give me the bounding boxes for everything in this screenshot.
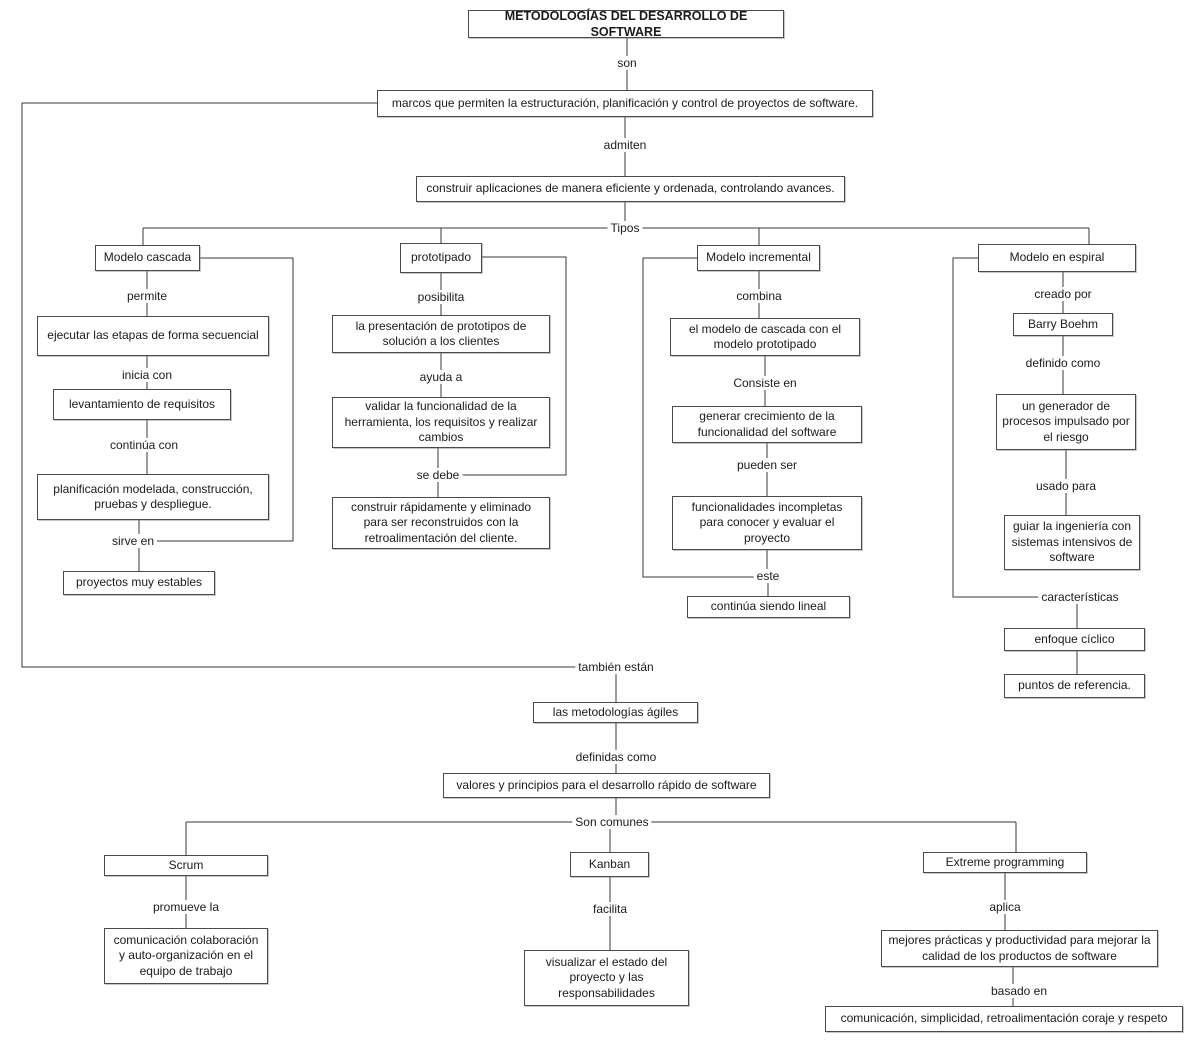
concept-validar-funcionalidad: validar la funcionalidad de la herramien…: [332, 397, 550, 448]
concept-comunicacion-simplicidad: comunicación, simplicidad, retroalimenta…: [825, 1006, 1183, 1032]
concept-prototipado: prototipado: [400, 243, 482, 273]
concept-modelo-incremental: Modelo incremental: [697, 245, 820, 271]
concept-generar-crecimiento: generar crecimiento de la funcionalidad …: [672, 406, 862, 443]
concept-construir-aplicaciones: construir aplicaciones de manera eficien…: [416, 176, 845, 202]
concept-scrum: Scrum: [104, 855, 268, 876]
link-label-aplica: aplica: [986, 900, 1024, 914]
link-label-definidas-como: definidas como: [572, 750, 660, 764]
concept-modelo-cascada: Modelo cascada: [95, 245, 200, 271]
concept-planificacion-modelada: planificación modelada, construcción, pr…: [37, 474, 269, 520]
link-label-continua-con: continúa con: [106, 438, 182, 452]
concept-visualizar-estado: visualizar el estado del proyecto y las …: [524, 950, 689, 1006]
concept-title: METODOLOGÍAS DEL DESARROLLO DE SOFTWARE: [468, 9, 784, 39]
link-label-promueve-la: promueve la: [149, 900, 223, 914]
concept-presentacion-prototipos: la presentación de prototipos de solució…: [332, 315, 550, 353]
link-label-definido-como: definido como: [1022, 356, 1104, 370]
link-label-sirve-en: sirve en: [108, 534, 158, 548]
link-label-inicia-con: inicia con: [118, 368, 176, 382]
link-label-son: son: [614, 56, 640, 70]
link-label-ayuda-a: ayuda a: [416, 370, 466, 384]
link-label-usado-para: usado para: [1032, 479, 1100, 493]
concept-extreme-programming: Extreme programming: [923, 852, 1087, 873]
concept-proyectos-estables: proyectos muy estables: [63, 571, 215, 595]
link-label-admiten: admiten: [600, 138, 650, 152]
link-label-posibilita: posibilita: [414, 290, 468, 304]
concept-barry-boehm: Barry Boehm: [1013, 313, 1113, 336]
concept-levantamiento-requisitos: levantamiento de requisitos: [53, 389, 231, 420]
concept-continua-lineal: continúa siendo lineal: [687, 596, 850, 618]
concept-comunicacion-colaboracion: comunicación colaboración y auto-organiz…: [104, 928, 268, 984]
concept-guiar-ingenieria: guiar la ingeniería con sistemas intensi…: [1004, 515, 1140, 570]
concept-cascada-con-prototipado: el modelo de cascada con el modelo proto…: [670, 318, 860, 356]
link-label-consiste-en: Consiste en: [730, 376, 800, 390]
link-label-combina: combina: [733, 289, 785, 303]
concept-modelo-espiral: Modelo en espiral: [978, 244, 1136, 272]
concept-valores-principios: valores y principios para el desarrollo …: [443, 773, 770, 798]
concept-mejores-practicas: mejores prácticas y productividad para m…: [881, 930, 1158, 967]
link-label-este: este: [753, 569, 783, 583]
link-label-caracteristicas: características: [1038, 590, 1122, 604]
concept-generador-procesos: un generador de procesos impulsado por e…: [996, 394, 1136, 450]
concept-kanban: Kanban: [570, 852, 649, 877]
link-label-se-debe: se debe: [413, 468, 463, 482]
concept-funcionalidades-incompletas: funcionalidades incompletas para conocer…: [672, 496, 862, 550]
link-label-permite: permite: [123, 289, 171, 303]
link-label-facilita: facilita: [589, 902, 631, 916]
link-label-tipos: Tipos: [607, 221, 643, 235]
concept-construir-rapidamente: construir rápidamente y eliminado para s…: [332, 497, 550, 549]
concept-metodologias-agiles: las metodologías ágiles: [533, 702, 698, 723]
link-label-son-comunes: Son comunes: [572, 815, 652, 829]
concept-ejecutar-etapas: ejecutar las etapas de forma secuencial: [37, 316, 269, 356]
concept-enfoque-ciclico: enfoque cíclico: [1004, 628, 1145, 651]
concept-marcos: marcos que permiten la estructuración, p…: [377, 90, 873, 117]
link-label-basado-en: basado en: [987, 984, 1051, 998]
link-label-creado-por: creado por: [1031, 287, 1095, 301]
link-label-tambien-estan: también están: [575, 660, 657, 674]
link-label-pueden-ser: pueden ser: [733, 458, 801, 472]
concept-puntos-referencia: puntos de referencia.: [1004, 674, 1145, 698]
